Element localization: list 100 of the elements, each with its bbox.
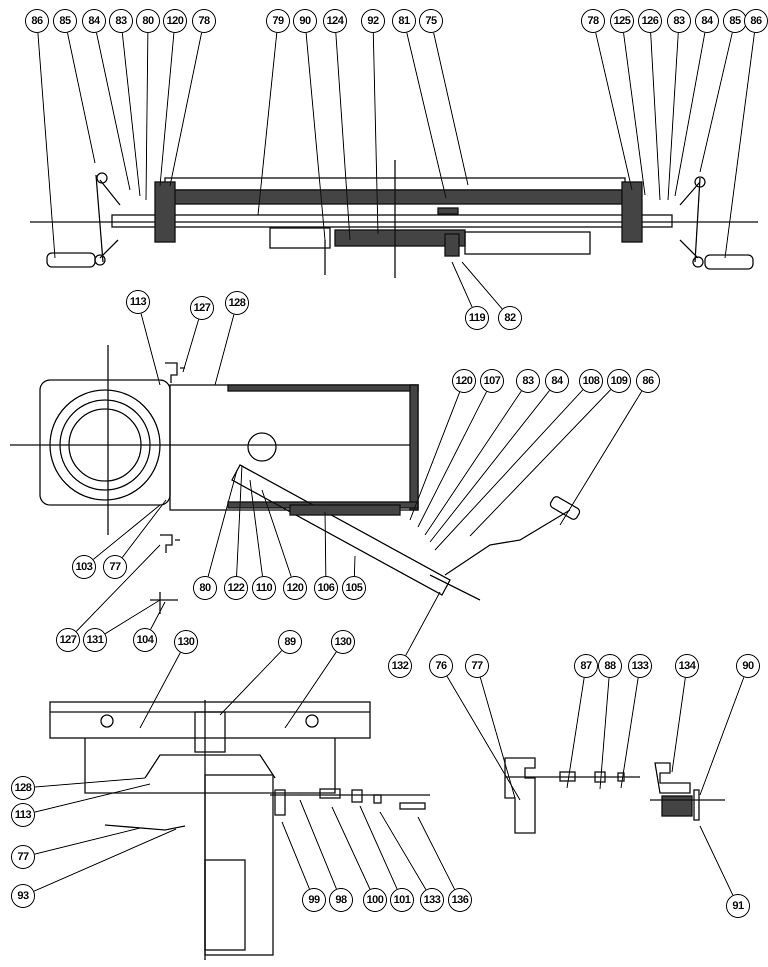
leader-line — [674, 32, 706, 196]
leader-line — [214, 314, 234, 386]
leader-line — [282, 822, 310, 890]
callout-number: 93 — [11, 884, 35, 908]
leader-line — [150, 602, 166, 630]
leader-line — [650, 32, 660, 200]
leader-line — [672, 677, 686, 772]
leader-line — [258, 32, 278, 216]
leader-line — [566, 677, 585, 788]
callout-number: 78 — [581, 9, 605, 33]
callout-number: 79 — [266, 9, 290, 33]
callout-number: 90 — [293, 9, 317, 33]
callout-number: 80 — [136, 9, 160, 33]
leader-line — [360, 806, 398, 890]
callout-number: 130 — [331, 630, 355, 654]
callout-number: 133 — [628, 654, 652, 678]
callout-number: 84 — [545, 369, 569, 393]
callout-number: 77 — [465, 654, 489, 678]
leader-line — [470, 389, 612, 536]
leader-line — [724, 32, 755, 258]
callout-number: 127 — [56, 628, 80, 652]
callout-number: 88 — [598, 654, 622, 678]
callout-number: 85 — [53, 9, 77, 33]
callout-number: 119 — [465, 306, 489, 330]
callout-number: 100 — [363, 888, 387, 912]
leader-line — [406, 32, 446, 198]
callout-number: 86 — [636, 369, 660, 393]
callout-number: 83 — [109, 9, 133, 33]
leader-line — [96, 32, 130, 190]
callout-number: 107 — [480, 369, 504, 393]
leader-line — [262, 490, 292, 578]
callout-number: 87 — [574, 654, 598, 678]
callout-number: 105 — [342, 576, 366, 600]
leader-line — [424, 390, 522, 536]
leader-line — [354, 556, 356, 576]
callout-number: 113 — [11, 803, 35, 827]
callout-number: 85 — [723, 9, 747, 33]
callout-number: 122 — [224, 576, 248, 600]
leader-line — [250, 480, 263, 577]
callout-number: 134 — [675, 654, 699, 678]
callout-number: 91 — [726, 894, 750, 918]
callout-number: 80 — [193, 576, 217, 600]
leader-line — [595, 32, 632, 190]
callout-number: 131 — [83, 628, 107, 652]
callout-number: 130 — [174, 630, 198, 654]
leader-line — [92, 504, 160, 560]
leader-line — [452, 262, 473, 308]
callout-number: 86 — [744, 9, 768, 33]
callout-number: 120 — [452, 369, 476, 393]
leader-line — [34, 778, 146, 788]
callout-number: 127 — [190, 296, 214, 320]
leader-line — [332, 806, 370, 890]
leader-line — [34, 784, 150, 813]
callout-number: 103 — [72, 555, 96, 579]
leader-line — [182, 319, 200, 372]
leader-line — [140, 313, 160, 386]
callout-number: 133 — [420, 888, 444, 912]
callout-number: 83 — [667, 9, 691, 33]
leader-line — [380, 812, 426, 890]
leader-line — [480, 677, 516, 798]
callout-number: 92 — [361, 9, 385, 33]
callout-number: 108 — [579, 369, 603, 393]
callout-number: 110 — [252, 576, 276, 600]
callout-number: 128 — [225, 291, 249, 315]
leader-line — [335, 32, 350, 240]
leader-line — [104, 600, 160, 634]
leader-line — [700, 676, 744, 796]
callout-number: 125 — [610, 9, 634, 33]
callout-number: 81 — [392, 9, 416, 33]
leader-line — [433, 32, 468, 186]
callout-number: 132 — [388, 654, 412, 678]
leader-line — [170, 32, 202, 186]
leader-line — [434, 389, 584, 550]
leader-line — [37, 32, 56, 258]
callout-number: 84 — [82, 9, 106, 33]
leader-line — [208, 470, 238, 577]
leader-line — [700, 32, 733, 172]
callout-number: 77 — [103, 555, 127, 579]
leader-line — [146, 32, 148, 200]
callout-number: 104 — [133, 628, 157, 652]
callout-number: 89 — [278, 630, 302, 654]
callout-number: 124 — [323, 9, 347, 33]
leader-line — [220, 650, 282, 716]
leader-line — [324, 512, 326, 576]
callout-number: 82 — [498, 306, 522, 330]
leader-line — [700, 826, 734, 896]
callout-number: 78 — [192, 9, 216, 33]
leader-line — [462, 262, 503, 310]
callout-number: 101 — [390, 888, 414, 912]
leader-line — [410, 392, 460, 520]
leader-line — [66, 32, 96, 164]
leader-line — [418, 816, 456, 890]
leader-line — [122, 500, 166, 558]
callout-number: 77 — [11, 845, 35, 869]
leader-line — [284, 651, 337, 728]
callout-number: 109 — [607, 369, 631, 393]
callout-number: 120 — [163, 9, 187, 33]
callout-number: 136 — [448, 888, 472, 912]
leader-line — [620, 677, 639, 788]
callout-number: 120 — [283, 576, 307, 600]
